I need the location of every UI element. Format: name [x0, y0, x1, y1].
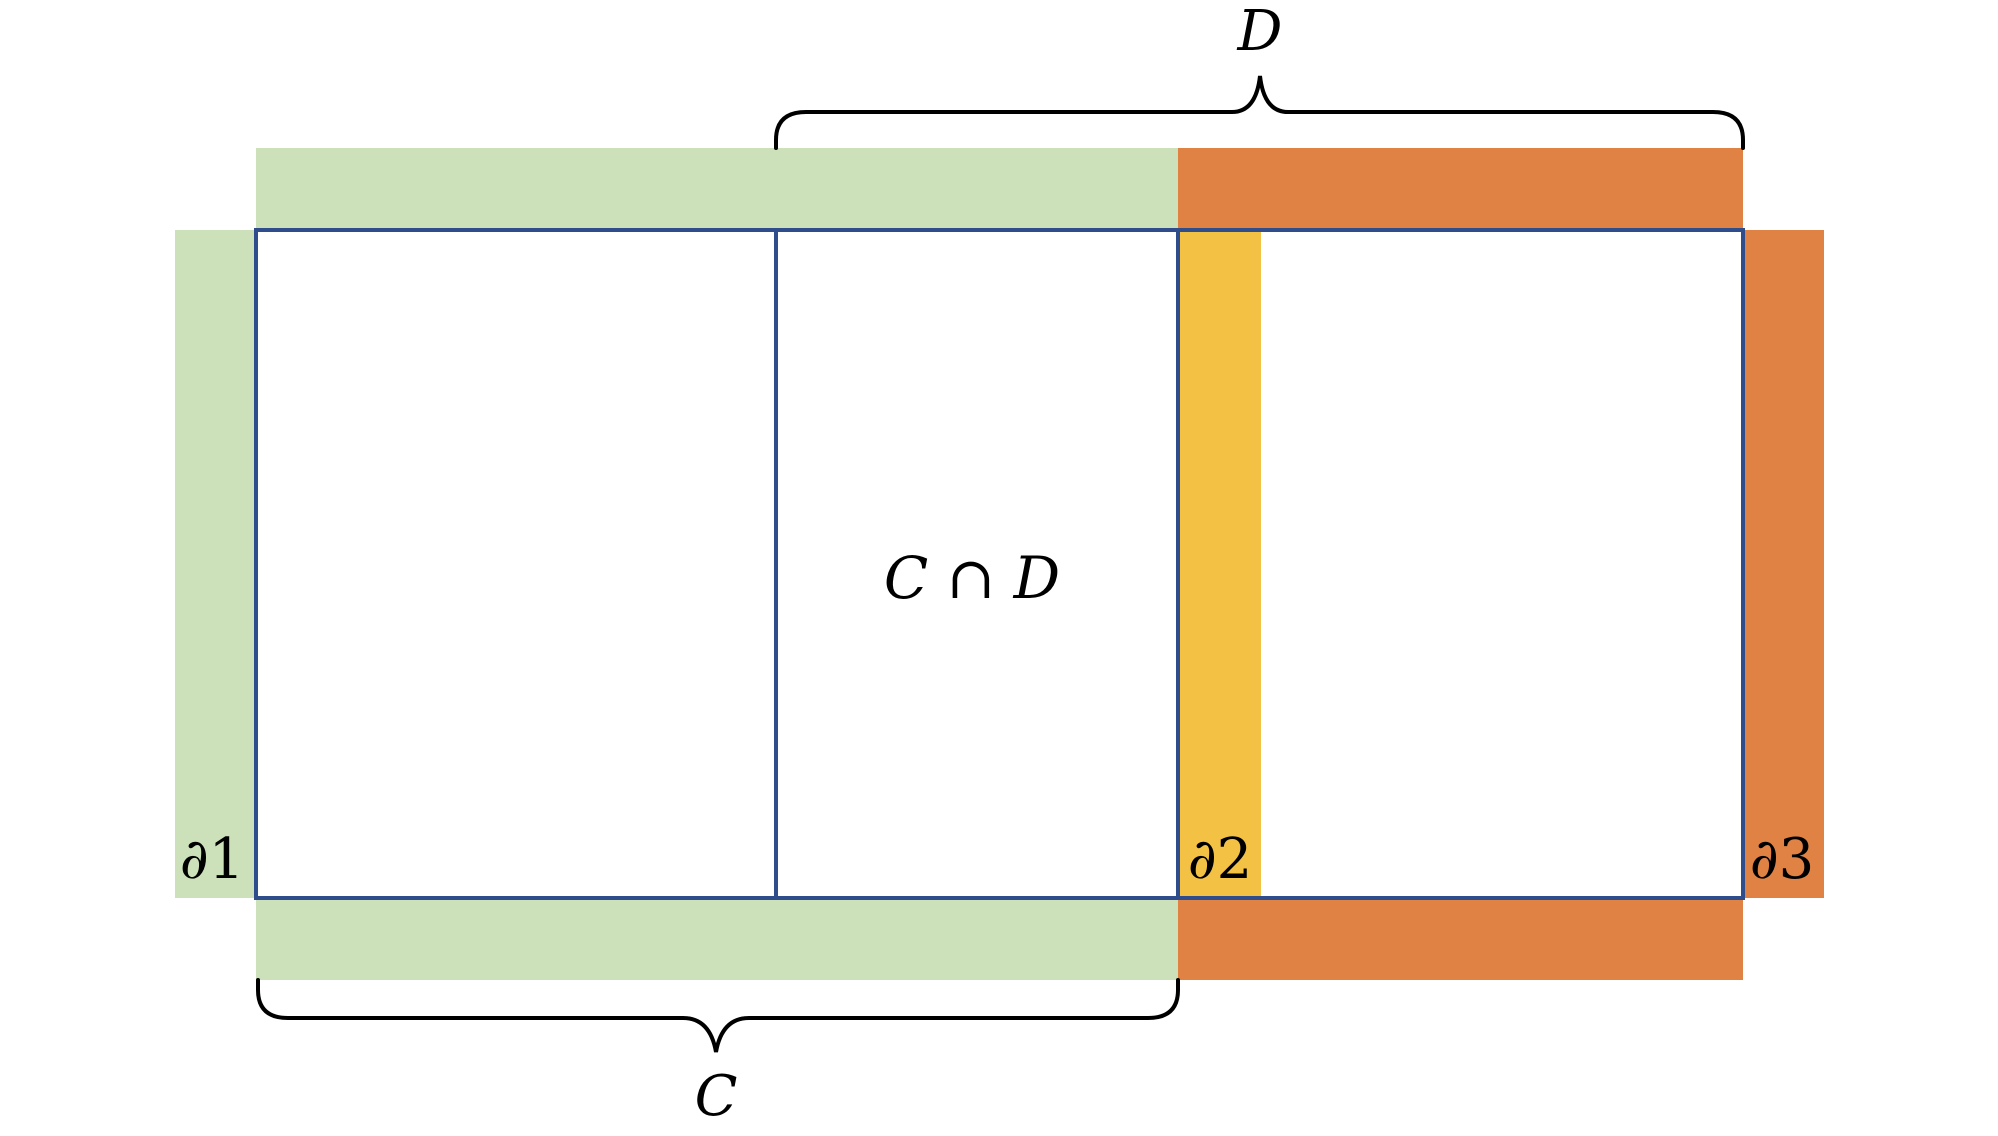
- orange-strip-right: [1743, 230, 1824, 898]
- label-d: D: [1237, 0, 1283, 64]
- yellow-strip-middle: [1178, 230, 1261, 898]
- label-c: C: [695, 1064, 738, 1129]
- green-band-bottom: [256, 898, 1178, 980]
- label-boundary-1: ∂1: [180, 827, 245, 892]
- bottom-brace: [256, 978, 1180, 1053]
- label-intersection: C ∩ D: [884, 544, 1060, 612]
- label-boundary-3: ∂3: [1750, 827, 1815, 892]
- green-band-top: [256, 148, 1178, 230]
- grid-outline: [254, 228, 1745, 900]
- outer-rectangle: [254, 228, 1745, 900]
- orange-band-bottom: [1178, 898, 1743, 980]
- orange-band-top: [1178, 148, 1743, 230]
- green-strip-left: [175, 230, 256, 898]
- top-brace: [774, 75, 1745, 150]
- label-boundary-2: ∂2: [1188, 827, 1253, 892]
